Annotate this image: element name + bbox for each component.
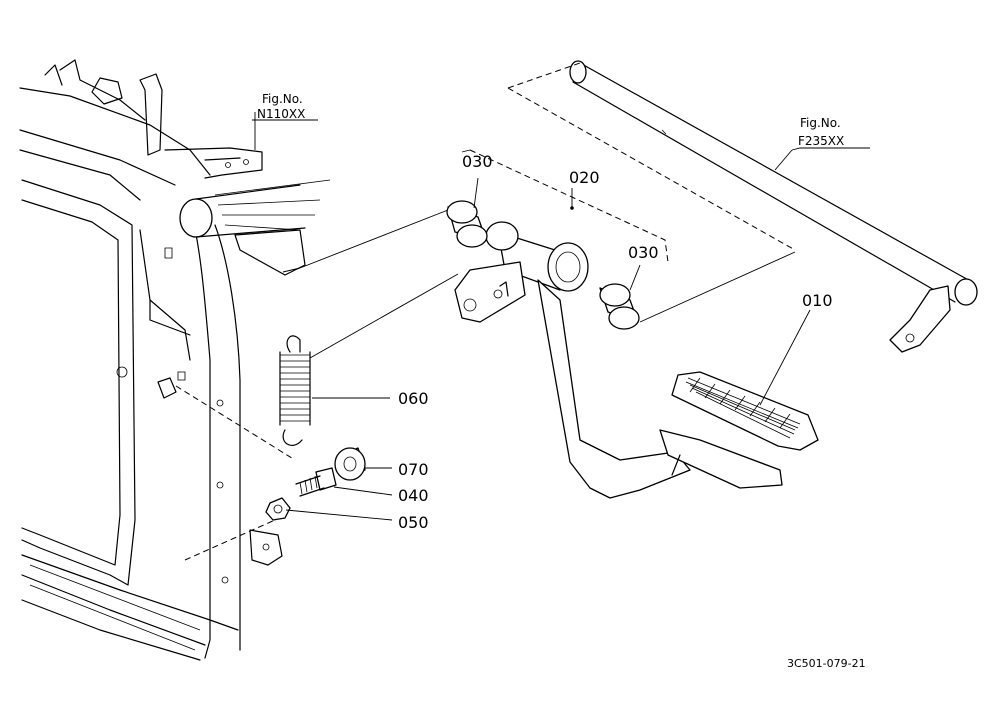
pedal-arm [454, 221, 783, 499]
part-label-070: 070 [398, 460, 429, 479]
fig-ref-number-2: F235XX [798, 134, 844, 148]
frame-assembly [19, 59, 331, 661]
part-label-060: 060 [398, 389, 429, 408]
pedal-shaft [507, 60, 978, 353]
collar [334, 447, 366, 481]
fig-ref-label-2: Fig.No. [800, 116, 841, 130]
part-label-050: 050 [398, 513, 429, 532]
part-label-010: 010 [802, 291, 833, 310]
part-label-040: 040 [398, 486, 429, 505]
fig-ref-label-1: Fig.No. [262, 92, 303, 106]
part-label-030-lower: 030 [628, 243, 659, 262]
bushing-upper [446, 200, 488, 248]
return-spring [279, 335, 311, 446]
labels: Fig.No. N110XX Fig.No. F235XX 010 020 03… [257, 92, 866, 670]
fig-ref-number-1: N110XX [257, 107, 305, 121]
part-label-030-upper: 030 [462, 152, 493, 171]
pedal-pad [671, 371, 819, 451]
nut [265, 497, 291, 521]
bushing-lower [599, 283, 640, 330]
part-label-020: 020 [569, 168, 600, 187]
bolt [295, 467, 337, 497]
drawing-code: 3C501-079-21 [787, 657, 866, 670]
leader-lines [252, 112, 870, 521]
